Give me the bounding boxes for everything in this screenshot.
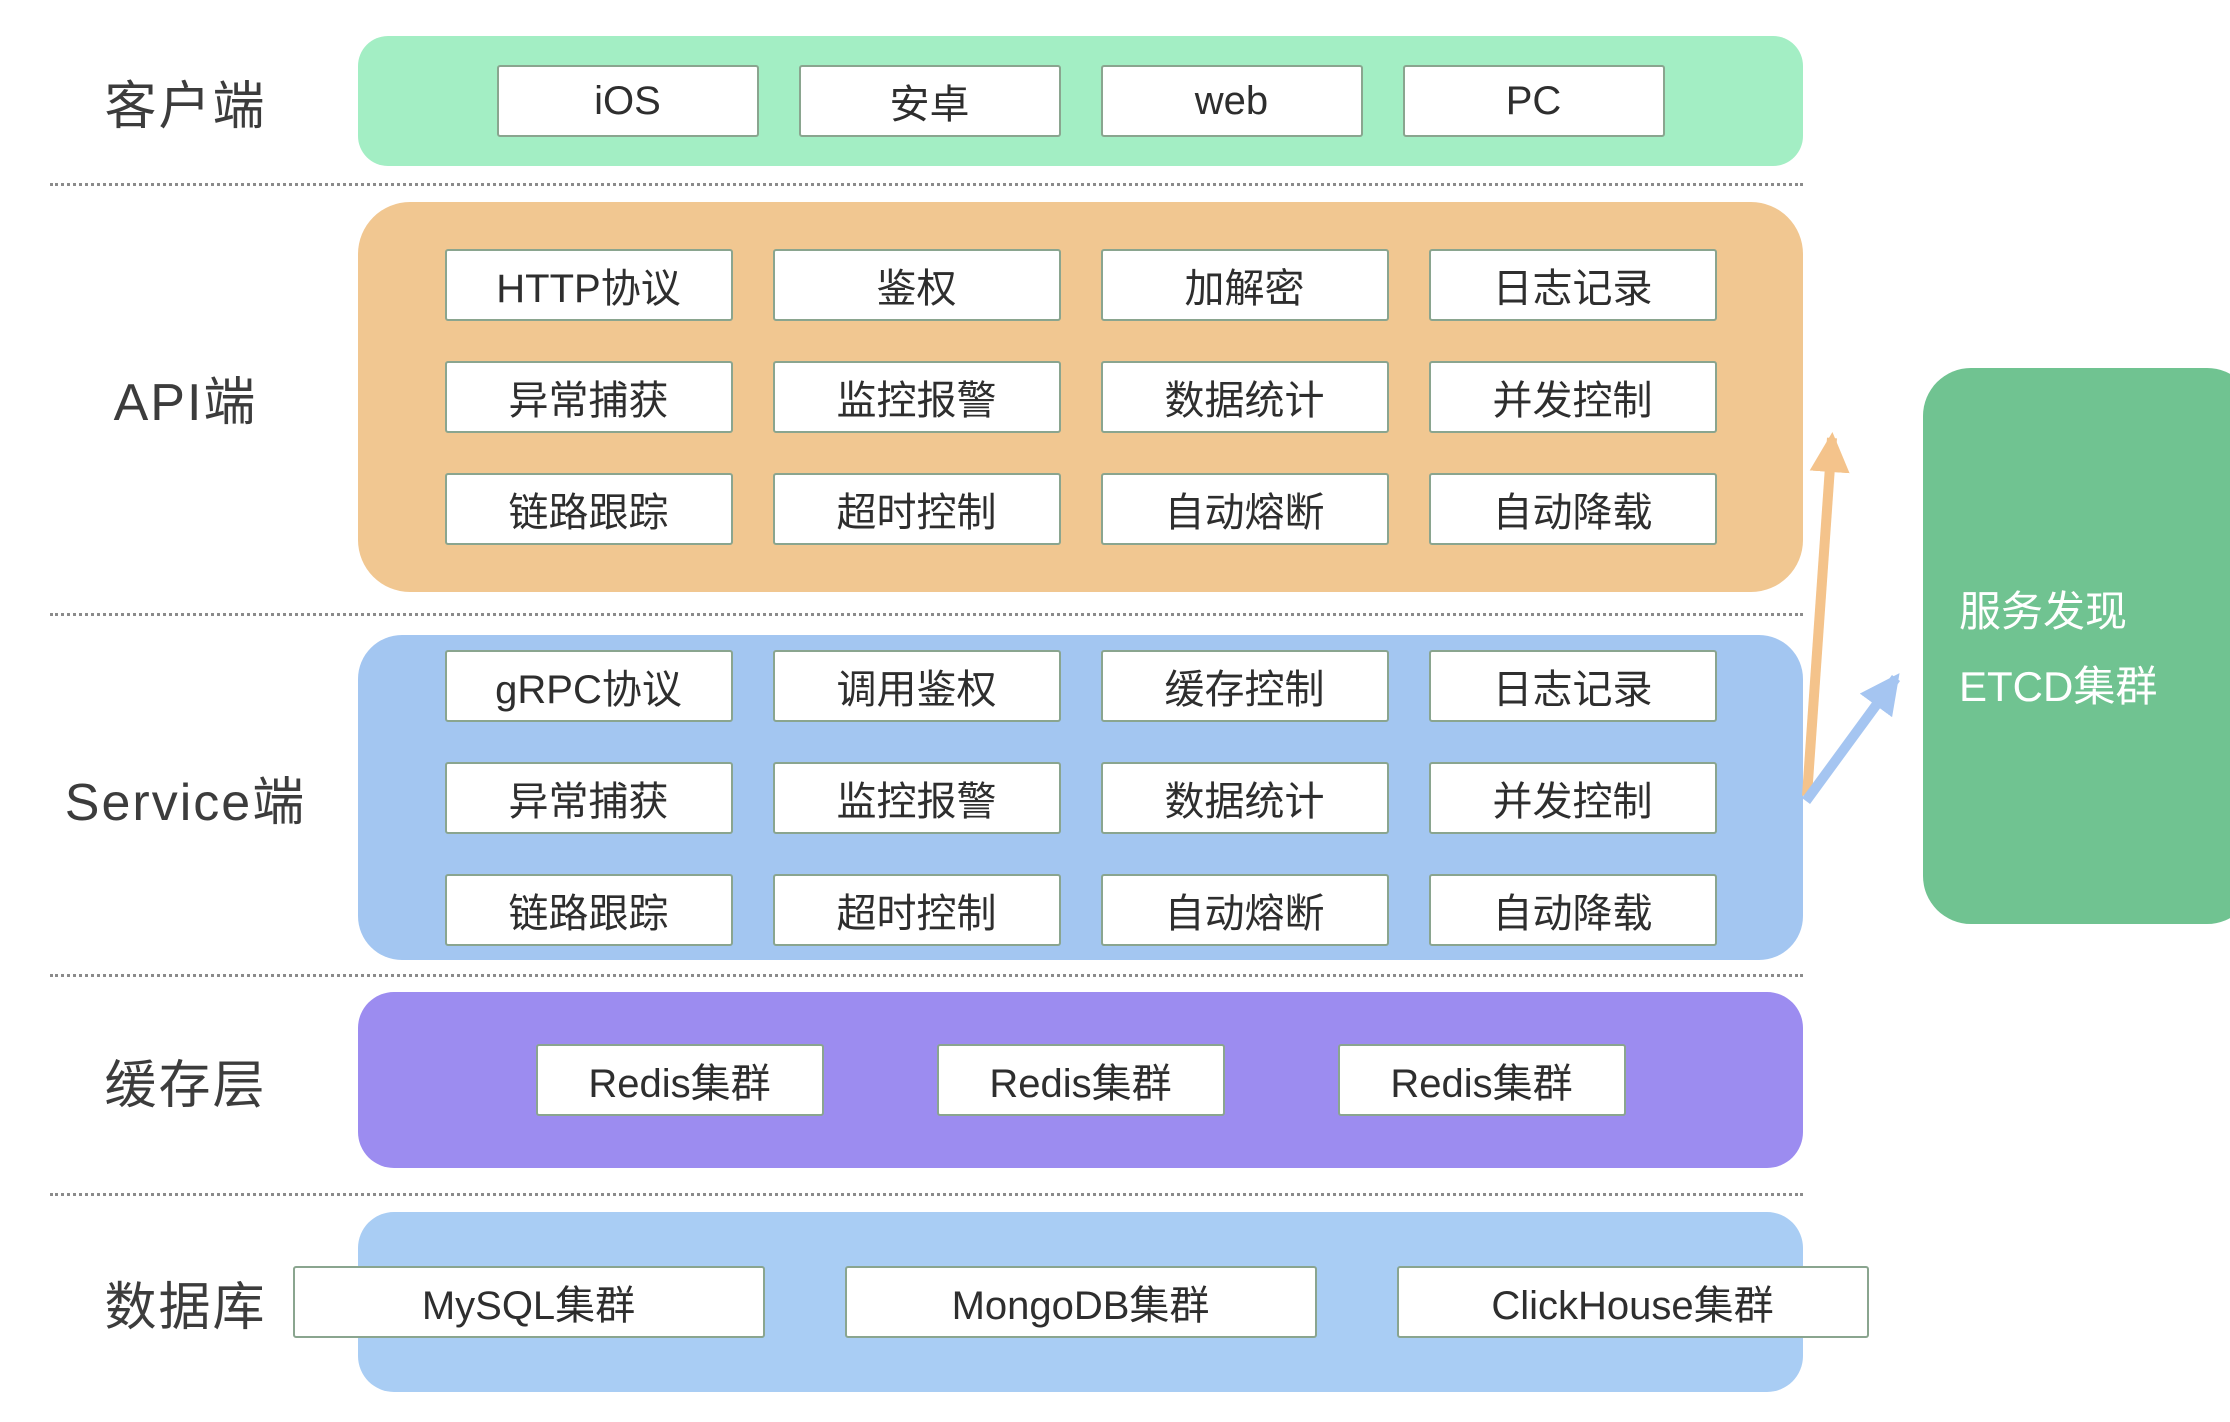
service-feature-cell: 缓存控制 <box>1100 649 1389 722</box>
service-feature-cell: 自动降载 <box>1428 873 1717 946</box>
client-row: iOS 安卓 web PC <box>358 65 1803 137</box>
service-feature-cell: 日志记录 <box>1428 649 1717 722</box>
api-feature-cell: 数据统计 <box>1100 361 1389 433</box>
etcd-label-line1: 服务发现 <box>1959 588 2128 635</box>
etcd-label-line2: ETCD集群 <box>1959 663 2158 710</box>
service-feature-cell: 自动熔断 <box>1100 873 1389 946</box>
layer-divider <box>50 183 1803 186</box>
service-feature-row: 链路跟踪 超时控制 自动熔断 自动降载 <box>358 873 1803 946</box>
layer-divider <box>50 613 1803 616</box>
service-feature-row: gRPC协议 调用鉴权 缓存控制 日志记录 <box>358 649 1803 722</box>
arrow-service-to-etcd <box>1801 673 1901 804</box>
layer-label-database: 数据库 <box>104 1278 267 1337</box>
api-feature-cell: 并发控制 <box>1428 361 1717 433</box>
cache-node-cell: Redis集群 <box>936 1044 1225 1116</box>
service-feature-cell: gRPC协议 <box>444 649 733 722</box>
api-feature-row: HTTP协议 鉴权 加解密 日志记录 <box>358 249 1803 321</box>
layer-cache: Redis集群 Redis集群 Redis集群 <box>358 992 1803 1168</box>
cache-node-cell: Redis集群 <box>1337 1044 1626 1116</box>
client-platform-cell: web <box>1100 65 1363 137</box>
db-cluster-cell: MySQL集群 <box>292 1266 765 1338</box>
layer-divider <box>50 1193 1803 1196</box>
db-cluster-cell: MongoDB集群 <box>844 1266 1317 1338</box>
api-feature-cell: 监控报警 <box>772 361 1061 433</box>
service-feature-cell: 超时控制 <box>772 873 1061 946</box>
service-feature-cell: 数据统计 <box>1100 761 1389 834</box>
api-feature-cell: HTTP协议 <box>444 249 733 321</box>
layer-label-client: 客户端 <box>104 77 267 136</box>
api-feature-cell: 链路跟踪 <box>444 473 733 545</box>
api-feature-row: 链路跟踪 超时控制 自动熔断 自动降载 <box>358 473 1803 545</box>
service-feature-cell: 异常捕获 <box>444 761 733 834</box>
database-row: MySQL集群 MongoDB集群 ClickHouse集群 <box>292 1266 1869 1338</box>
etcd-box: 服务发现 ETCD集群 <box>1923 368 2230 924</box>
cache-row: Redis集群 Redis集群 Redis集群 <box>358 1044 1803 1116</box>
client-platform-cell: PC <box>1402 65 1665 137</box>
layer-database: MySQL集群 MongoDB集群 ClickHouse集群 <box>292 1212 1869 1392</box>
service-feature-cell: 监控报警 <box>772 761 1061 834</box>
client-platform-cell: 安卓 <box>798 65 1061 137</box>
api-feature-cell: 自动降载 <box>1428 473 1717 545</box>
api-feature-cell: 异常捕获 <box>444 361 733 433</box>
layer-label-cache: 缓存层 <box>104 1056 267 1115</box>
layer-label-service: Service端 <box>64 774 307 832</box>
cache-node-cell: Redis集群 <box>535 1044 824 1116</box>
layer-label-api: API端 <box>113 373 258 432</box>
layer-service: gRPC协议 调用鉴权 缓存控制 日志记录 异常捕获 监控报警 数据统计 并发控… <box>358 635 1803 960</box>
api-feature-cell: 加解密 <box>1100 249 1389 321</box>
db-cluster-cell: ClickHouse集群 <box>1396 1266 1869 1338</box>
layer-client: iOS 安卓 web PC <box>358 36 1803 166</box>
service-feature-cell: 并发控制 <box>1428 761 1717 834</box>
layer-divider <box>50 974 1803 977</box>
service-feature-cell: 链路跟踪 <box>444 873 733 946</box>
api-feature-cell: 鉴权 <box>772 249 1061 321</box>
api-feature-row: 异常捕获 监控报警 数据统计 并发控制 <box>358 361 1803 433</box>
service-feature-cell: 调用鉴权 <box>772 649 1061 722</box>
arrow-etcd-to-api <box>1802 432 1850 797</box>
api-feature-cell: 日志记录 <box>1428 249 1717 321</box>
api-feature-cell: 自动熔断 <box>1100 473 1389 545</box>
service-feature-row: 异常捕获 监控报警 数据统计 并发控制 <box>358 761 1803 834</box>
layer-api: HTTP协议 鉴权 加解密 日志记录 异常捕获 监控报警 数据统计 并发控制 链… <box>358 202 1803 592</box>
client-platform-cell: iOS <box>496 65 759 137</box>
api-feature-cell: 超时控制 <box>772 473 1061 545</box>
